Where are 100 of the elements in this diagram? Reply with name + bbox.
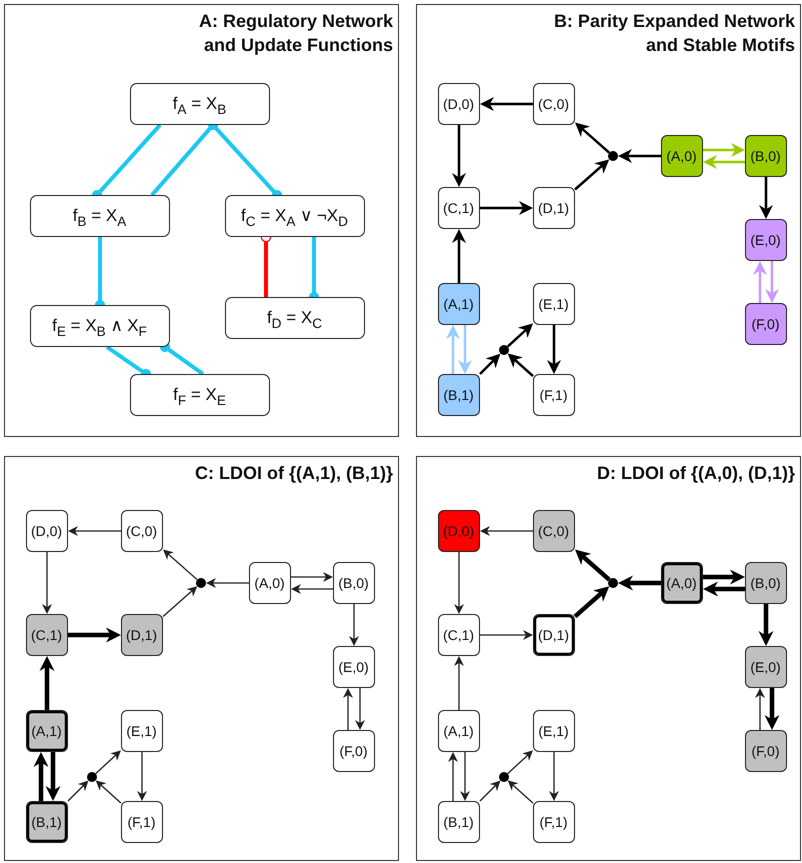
arrow <box>755 688 765 730</box>
connector-line <box>160 342 204 376</box>
state-box: (C,1) <box>438 186 480 228</box>
arrow <box>349 604 359 646</box>
state-box: (E,1) <box>532 282 574 324</box>
arrow <box>291 572 333 582</box>
panel-frame <box>4 4 399 437</box>
state-box: (F,0) <box>744 302 786 344</box>
panel-frame <box>416 4 801 437</box>
state-box: (E,0) <box>744 218 786 260</box>
junction-dot <box>196 578 206 588</box>
arrow <box>291 584 333 594</box>
state-box: (A,1) <box>438 282 480 324</box>
state-box: (B,1) <box>26 800 68 842</box>
arrow <box>703 143 745 157</box>
arrow <box>618 576 661 590</box>
arrow <box>480 780 500 802</box>
arrow <box>547 325 561 374</box>
state-box: (C,0) <box>532 510 574 552</box>
state-box: (A,0) <box>660 134 702 176</box>
arrow <box>508 353 534 378</box>
arrow <box>68 628 121 642</box>
arrow <box>480 201 533 215</box>
state-box: (F,1) <box>532 800 574 842</box>
state-box: (B,1) <box>438 374 480 416</box>
arrow <box>765 261 779 303</box>
state-box: (B,1) <box>438 800 480 842</box>
panel-frame <box>416 456 801 861</box>
arrow <box>759 177 773 219</box>
arrow <box>574 159 610 190</box>
arrow <box>460 752 470 801</box>
state-box: (B,0) <box>744 134 786 176</box>
state-box: (E,1) <box>532 710 574 752</box>
state-box: (B,0) <box>332 562 374 604</box>
state-box: (E,0) <box>332 646 374 688</box>
panel-frame <box>4 456 399 861</box>
arrow <box>68 780 88 802</box>
state-box: (C,1) <box>438 614 480 656</box>
junction-dot <box>86 772 96 782</box>
state-box: (F,0) <box>332 730 374 772</box>
function-box: f$_{F}$ = X$_{E}$ <box>130 374 270 416</box>
arrow <box>95 750 121 774</box>
arrow <box>206 578 249 588</box>
panel-title: C: LDOI of {(A,1), (B,1)} <box>195 462 393 485</box>
function-box: f$_{C}$ = X$_{A}$ ∨ ¬X$_{D}$ <box>224 194 364 236</box>
state-box: (D,1) <box>120 614 162 656</box>
state-box: (F,1) <box>120 800 162 842</box>
arrow <box>479 354 500 375</box>
state-box: (C,1) <box>26 614 68 656</box>
state-box: (A,0) <box>248 562 290 604</box>
arrow <box>508 780 534 804</box>
arrow <box>758 604 774 646</box>
state-box: (C,0) <box>120 510 162 552</box>
arrow <box>40 656 54 710</box>
arrow <box>355 688 365 730</box>
arrow <box>575 122 610 154</box>
junction-dot <box>498 344 508 354</box>
arrow <box>34 752 48 801</box>
state-box: (C,0) <box>532 82 574 124</box>
arrow <box>452 125 466 187</box>
arrow <box>458 325 472 374</box>
arrow <box>574 586 610 618</box>
arrow <box>703 155 745 169</box>
panel-title: D: LDOI of {(A,0), (D,1)} <box>597 462 795 485</box>
arrow <box>68 526 121 536</box>
arrow <box>454 552 464 614</box>
state-box: (F,0) <box>744 730 786 772</box>
panel-title: A: Regulatory Network and Update Functions <box>198 10 393 57</box>
state-box: (F,1) <box>532 374 574 416</box>
arrow <box>506 323 534 348</box>
state-box: (D,1) <box>532 186 574 228</box>
arrow <box>343 688 353 730</box>
arrow <box>137 752 147 801</box>
arrow <box>480 97 533 111</box>
panel-title: B: Parity Expanded Network and Stable Motifs <box>552 10 795 57</box>
state-box: (D,0) <box>438 510 480 552</box>
junction-dot <box>608 150 618 160</box>
function-box: f$_{E}$ = X$_{B}$ ∧ X$_{F}$ <box>30 304 170 346</box>
state-box: (B,0) <box>744 562 786 604</box>
function-box: f$_{B}$ = X$_{A}$ <box>30 194 170 236</box>
arrow <box>452 229 466 283</box>
arrow <box>703 570 745 584</box>
state-box: (D,0) <box>438 82 480 124</box>
arrow <box>448 752 458 801</box>
state-box: (D,0) <box>26 510 68 552</box>
arrow <box>764 688 780 730</box>
function-box: f$_{D}$ = X$_{C}$ <box>224 296 364 338</box>
arrow <box>46 752 60 801</box>
arrow <box>549 752 559 801</box>
arrow <box>703 582 745 596</box>
arrow <box>753 261 767 303</box>
arrow <box>42 552 52 614</box>
state-box: (E,0) <box>744 646 786 688</box>
arrow <box>162 586 198 617</box>
state-box: (A,1) <box>26 710 68 752</box>
arrow <box>96 780 122 804</box>
arrow <box>480 526 533 536</box>
state-box: (E,1) <box>120 710 162 752</box>
state-box: (A,1) <box>438 710 480 752</box>
arrow <box>454 656 464 710</box>
